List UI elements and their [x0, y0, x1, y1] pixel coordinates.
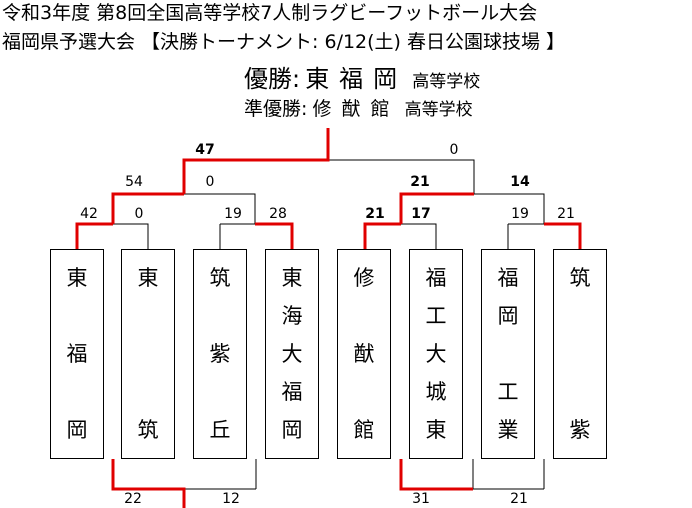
runnerup-suffix: 高等学校 — [404, 100, 473, 120]
final-winner-line — [182, 128, 330, 194]
qf4-winner-line — [544, 222, 582, 249]
qf-score-3: 19 — [224, 206, 242, 222]
title-line-2: 福岡県予選大会 【決勝トーナメント: 6/12(土) 春日公園球技場 】 — [2, 31, 566, 53]
consolation-score-3: 31 — [412, 491, 430, 507]
title-line-1: 令和3年度 第8回全国高等学校7人制ラグビーフットボール大会 — [2, 2, 538, 24]
runnerup-label: 準優勝: — [244, 98, 308, 120]
final-score-right: 0 — [449, 142, 459, 158]
final-score-left: 47 — [195, 142, 215, 158]
team-name-char: 筑 — [569, 266, 591, 290]
qf-score-5: 21 — [365, 206, 385, 222]
team-name-char: 東 — [281, 266, 303, 290]
team-box: 福岡工業 — [481, 249, 535, 459]
runnerup-row: 準優勝: 修猷館 高等学校 — [244, 100, 473, 119]
team-name-char: 福 — [425, 266, 447, 290]
winner-name: 東福岡 — [305, 65, 408, 93]
semi-left-score-right: 0 — [205, 174, 215, 190]
loser-lines — [77, 159, 545, 490]
qf3-winner-line — [363, 222, 401, 249]
qf3-loser-line — [401, 223, 437, 249]
team-name-char: 岡 — [497, 304, 519, 328]
semi-right-loser-line — [474, 193, 545, 224]
team-name-char: 東 — [425, 418, 447, 442]
consolation-score-1: 22 — [124, 491, 142, 507]
team-box: 東海大福岡 — [265, 249, 319, 459]
team-name-char: 岡 — [66, 418, 88, 442]
qf-score-6: 17 — [411, 206, 431, 222]
semi-right-score-left: 21 — [410, 174, 430, 190]
runnerup-name: 修猷館 — [312, 98, 400, 120]
qf2-winner-line — [255, 222, 294, 249]
qf1-winner-line — [75, 222, 113, 249]
team-box: 福工大城東 — [409, 249, 463, 459]
qf-score-7: 19 — [511, 206, 529, 222]
winner-suffix: 高等学校 — [412, 72, 481, 92]
consolation-left-winner — [111, 459, 186, 508]
consolation-score-2: 12 — [222, 491, 240, 507]
winner-row: 優勝: 東福岡 高等学校 — [244, 67, 480, 91]
winner-label: 優勝: — [244, 65, 301, 93]
qf-score-2: 0 — [134, 206, 144, 222]
team-name-char: 業 — [497, 418, 519, 442]
semi-left-loser-line — [184, 193, 256, 224]
semi-right-score-right: 14 — [510, 174, 530, 190]
qf-score-8: 21 — [557, 206, 575, 222]
consolation-score-4: 21 — [510, 491, 528, 507]
team-name-char: 海 — [281, 304, 303, 328]
team-box: 東福岡 — [50, 249, 104, 459]
team-name-char: 紫 — [209, 342, 231, 366]
team-name-char: 紫 — [569, 418, 591, 442]
qf-score-4: 28 — [269, 206, 287, 222]
team-box: 修猷館 — [337, 249, 391, 459]
team-name-char: 大 — [281, 342, 303, 366]
semi-left-winner-line — [111, 192, 184, 224]
team-name-char: 工 — [497, 380, 519, 404]
team-name-char: 丘 — [209, 418, 231, 442]
qf-score-1: 42 — [80, 206, 98, 222]
team-name-char: 岡 — [281, 418, 303, 442]
team-name-char: 館 — [353, 418, 375, 442]
team-name-char: 大 — [425, 342, 447, 366]
team-box: 東筑 — [121, 249, 175, 459]
team-name-char: 筑 — [209, 266, 231, 290]
team-name-char: 城 — [425, 380, 447, 404]
team-name-char: 福 — [281, 380, 303, 404]
semi-right-winner-line — [399, 192, 474, 224]
consolation-right-winner — [399, 459, 473, 491]
team-name-char: 福 — [66, 342, 88, 366]
team-name-char: 筑 — [137, 418, 159, 442]
team-box: 筑紫丘 — [193, 249, 247, 459]
team-name-char: 東 — [137, 266, 159, 290]
final-loser-line — [328, 159, 475, 194]
team-name-char: 工 — [425, 304, 447, 328]
team-name-char: 東 — [66, 266, 88, 290]
team-box: 筑紫 — [553, 249, 607, 459]
team-name-char: 猷 — [353, 342, 375, 366]
team-name-char: 修 — [353, 266, 375, 290]
qf1-loser-line — [77, 223, 149, 249]
semi-left-score-left: 54 — [125, 174, 143, 190]
team-name-char: 福 — [497, 266, 519, 290]
winner-lines — [75, 128, 582, 508]
